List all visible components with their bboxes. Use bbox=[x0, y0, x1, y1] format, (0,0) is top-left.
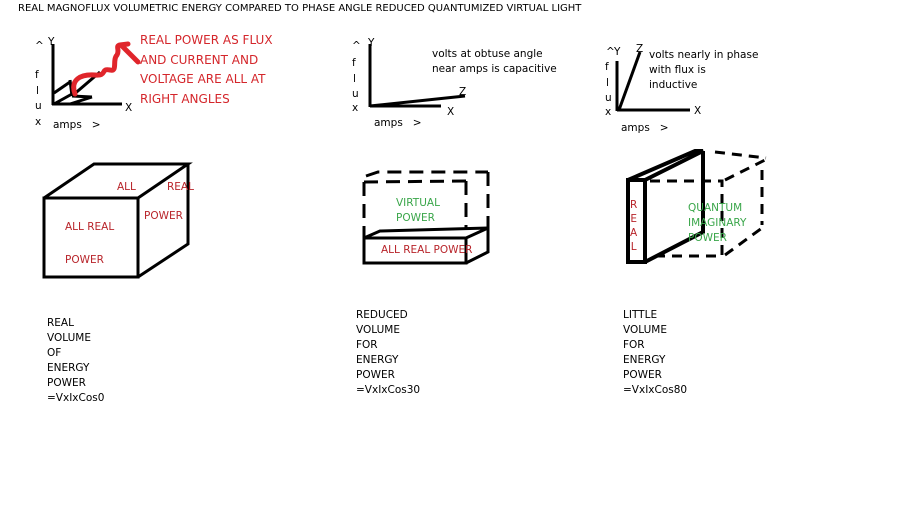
caption-line: FOR bbox=[356, 339, 378, 351]
note-line: VOLTAGE ARE ALL AT bbox=[140, 72, 266, 86]
note-line: REAL POWER AS FLUX bbox=[140, 33, 273, 47]
caption-little: LITTLE VOLUME FOR ENERGY POWER =VxIxCos8… bbox=[623, 308, 687, 398]
box-label: VIRTUAL bbox=[396, 197, 440, 209]
caption-line: LITTLE bbox=[623, 309, 658, 321]
amps-label: amps > bbox=[53, 119, 101, 131]
box-label: ALL REAL bbox=[65, 221, 115, 233]
z-axis-label: Z bbox=[636, 43, 644, 55]
caption-line: ENERGY bbox=[623, 354, 666, 366]
real-vertical-label: R E A L bbox=[630, 198, 637, 254]
caption-line: VOLUME bbox=[47, 332, 91, 344]
real-power-note: REAL POWER AS FLUX AND CURRENT AND VOLTA… bbox=[140, 31, 273, 109]
note-line: volts at obtuse angle bbox=[432, 48, 543, 60]
real-volume-box bbox=[42, 162, 193, 279]
caption-line: VOLUME bbox=[356, 324, 400, 336]
amps-label: amps > bbox=[374, 117, 422, 129]
label-line: IMAGINARY bbox=[688, 217, 747, 229]
caption-line: FOR bbox=[623, 339, 645, 351]
letter: L bbox=[630, 241, 637, 253]
caption-line: =VxIxCos30 bbox=[356, 384, 421, 396]
flux-letter: x bbox=[35, 116, 42, 128]
flux-letter: x bbox=[605, 106, 612, 118]
axes-inductive bbox=[615, 51, 690, 112]
flux-letter: f bbox=[35, 69, 39, 81]
flux-letter: u bbox=[352, 88, 359, 100]
flux-letter: u bbox=[35, 100, 42, 112]
flux-letter: l bbox=[36, 85, 39, 97]
caption-line: POWER bbox=[623, 369, 662, 381]
little-volume-box bbox=[626, 149, 767, 264]
y-axis-label: Y bbox=[48, 36, 55, 48]
x-axis-label: X bbox=[447, 106, 455, 118]
z-axis-label: Z bbox=[459, 86, 467, 98]
flux-letter: x bbox=[352, 102, 359, 114]
caption-line: =VxIxCos80 bbox=[623, 384, 688, 396]
box-label: ALL bbox=[117, 181, 136, 193]
flux-letter: u bbox=[605, 92, 612, 104]
caption-line: POWER bbox=[47, 377, 86, 389]
box-label: REAL bbox=[167, 181, 194, 193]
caption-line: VOLUME bbox=[623, 324, 667, 336]
flux-letter: l bbox=[606, 77, 609, 89]
reduced-volume-box bbox=[362, 170, 490, 265]
flux-letter: f bbox=[352, 57, 356, 69]
caption-line: REDUCED bbox=[356, 309, 408, 321]
label-line: QUANTUM bbox=[688, 202, 743, 214]
caption-line: ENERGY bbox=[356, 354, 399, 366]
caption-line: POWER bbox=[356, 369, 395, 381]
y-arrow-label: ^ bbox=[35, 40, 44, 52]
note-line: with flux is bbox=[649, 64, 706, 76]
diagram-title: REAL MAGNOFLUX VOLUMETRIC ENERGY COMPARE… bbox=[18, 3, 582, 14]
note-line: volts nearly in phase bbox=[649, 49, 759, 61]
y-axis-label: Y bbox=[614, 46, 621, 58]
x-axis-label: X bbox=[694, 105, 702, 117]
note-line: near amps is capacitive bbox=[432, 63, 557, 75]
note-line: RIGHT ANGLES bbox=[140, 91, 230, 106]
box-label: POWER bbox=[144, 210, 183, 222]
x-axis-label: X bbox=[125, 102, 133, 114]
caption-line: REAL bbox=[47, 317, 74, 329]
note-line: inductive bbox=[649, 79, 698, 91]
y-axis-label: Y bbox=[368, 37, 375, 49]
caption-line: OF bbox=[47, 347, 62, 359]
caption-line: =VxIxCos0 bbox=[47, 392, 105, 404]
caption-line: ENERGY bbox=[47, 362, 90, 374]
letter: A bbox=[630, 227, 638, 239]
note-line: AND CURRENT AND bbox=[140, 52, 259, 67]
flux-letter: l bbox=[353, 73, 356, 85]
box-label: POWER bbox=[65, 254, 104, 266]
y-arrow-label: ^ bbox=[606, 46, 615, 58]
inductive-note: volts nearly in phase with flux is induc… bbox=[649, 48, 758, 93]
caption-reduced: REDUCED VOLUME FOR ENERGY POWER =VxIxCos… bbox=[356, 308, 420, 398]
red-power-squiggle bbox=[71, 41, 141, 97]
box-label: POWER bbox=[396, 212, 435, 224]
quantum-label: QUANTUM IMAGINARY POWER bbox=[688, 201, 746, 246]
label-line: POWER bbox=[688, 232, 727, 244]
capacitive-note: volts at obtuse angle near amps is capac… bbox=[432, 47, 557, 77]
flux-letter: f bbox=[605, 61, 609, 73]
letter: E bbox=[630, 213, 637, 225]
amps-label: amps > bbox=[621, 122, 669, 134]
caption-real: REAL VOLUME OF ENERGY POWER =VxIxCos0 bbox=[47, 316, 104, 406]
box-label: ALL REAL POWER bbox=[381, 244, 473, 256]
letter: R bbox=[630, 199, 638, 211]
axes-capacitive bbox=[368, 44, 466, 108]
y-arrow-label: ^ bbox=[352, 40, 361, 52]
